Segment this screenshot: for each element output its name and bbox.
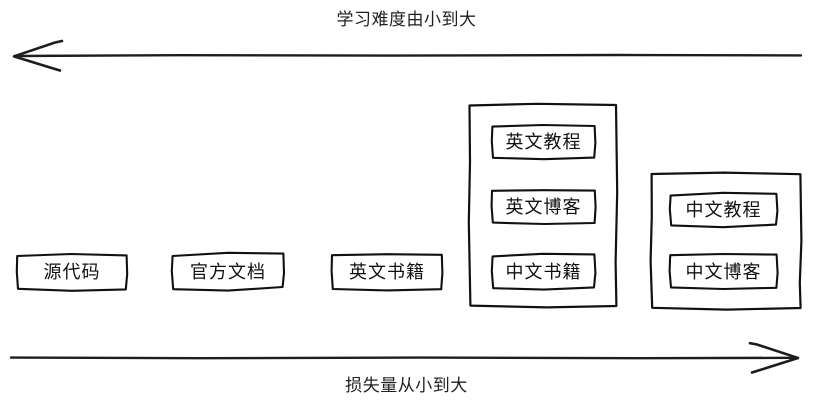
node-english-blogs[interactable]: 英文博客 [490, 188, 597, 226]
node-chinese-tutorials[interactable]: 中文教程 [668, 191, 779, 229]
node-outline [490, 189, 597, 226]
bottom-arrow-right-icon [9, 341, 800, 374]
node-chinese-books[interactable]: 中文书籍 [490, 252, 597, 291]
node-label: 英文教程 [505, 132, 582, 152]
top-arrow-left-icon [12, 39, 803, 72]
node-outline [490, 123, 597, 161]
node-outline [668, 191, 779, 229]
node-label: 英文书籍 [349, 262, 425, 282]
node-label: 中文博客 [685, 261, 762, 282]
node-english-tutorials[interactable]: 英文教程 [490, 123, 597, 161]
node-outline [668, 252, 779, 291]
node-label: 英文博客 [505, 197, 582, 217]
node-outline [15, 252, 129, 292]
node-english-books[interactable]: 英文书籍 [330, 252, 444, 292]
bottom-axis-label: 损失量从小到大 [345, 376, 468, 395]
node-outline [330, 253, 444, 292]
node-source-code[interactable]: 源代码 [15, 252, 129, 292]
node-label: 中文教程 [685, 200, 762, 220]
node-label: 官方文档 [190, 261, 266, 282]
top-axis-label: 学习难度由小到大 [336, 10, 477, 29]
node-label: 源代码 [43, 262, 101, 282]
node-outline [490, 252, 597, 291]
node-official-docs[interactable]: 官方文档 [170, 251, 286, 292]
node-outline [170, 251, 286, 292]
node-label: 中文书籍 [505, 261, 582, 282]
node-chinese-blogs[interactable]: 中文博客 [668, 252, 779, 291]
